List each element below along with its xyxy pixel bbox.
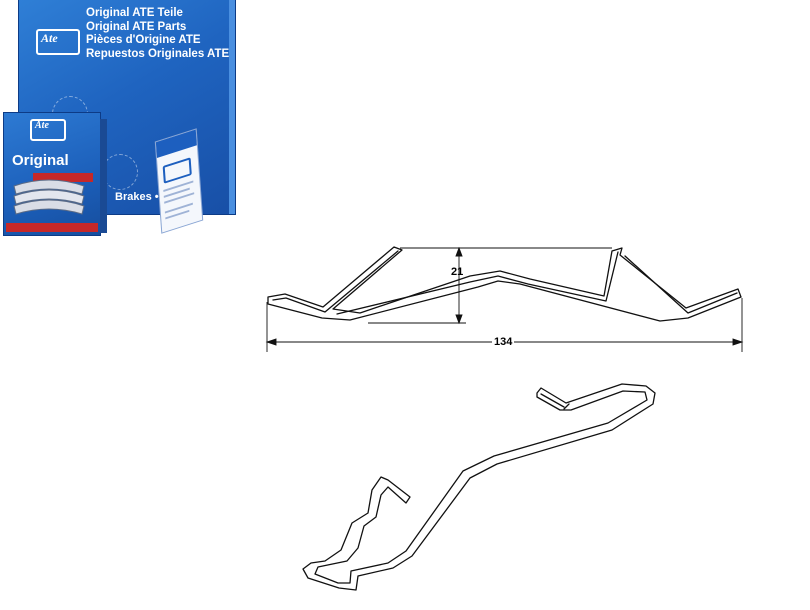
pad-box-logo: Ate: [35, 120, 49, 131]
ate-box-text-de: Original ATE Teile: [86, 7, 183, 19]
ate-box-texts: Original ATE Teile Original ATE Parts Pi…: [86, 7, 229, 61]
pad-box-logo-frame: [30, 119, 66, 141]
dimension-width-label: 134: [492, 336, 515, 348]
ate-box-text-fr: Pièces d'Origine ATE: [86, 34, 201, 47]
pad-box-title: Original: [12, 152, 69, 169]
spring-top-view-inner: [272, 250, 738, 315]
ate-box-text-en: Original ATE Parts: [86, 20, 187, 33]
dimension-height-label: 21: [451, 266, 464, 278]
dim-21-arrow-bottom: [455, 314, 463, 325]
brake-pad-box: Ate Original: [4, 113, 107, 235]
ate-box-text-es: Repuestos Originales ATE: [86, 47, 230, 60]
pad-box-side: [100, 119, 107, 233]
ate-logo: Ate: [41, 31, 58, 45]
dim-134-arrow-left: [265, 338, 277, 346]
dim-134-arrow-right: [732, 338, 744, 346]
ate-logo-frame: [36, 29, 80, 55]
pad-box-bottom-band: [6, 223, 98, 232]
spring-perspective-outer: [302, 383, 656, 591]
spring-top-view-outer: [267, 246, 742, 322]
brake-pads-illustration: [13, 179, 85, 215]
dim-21-arrow-top: [455, 246, 463, 257]
pad-box-red-band: [33, 173, 93, 182]
spring-perspective-inner: [540, 393, 570, 410]
